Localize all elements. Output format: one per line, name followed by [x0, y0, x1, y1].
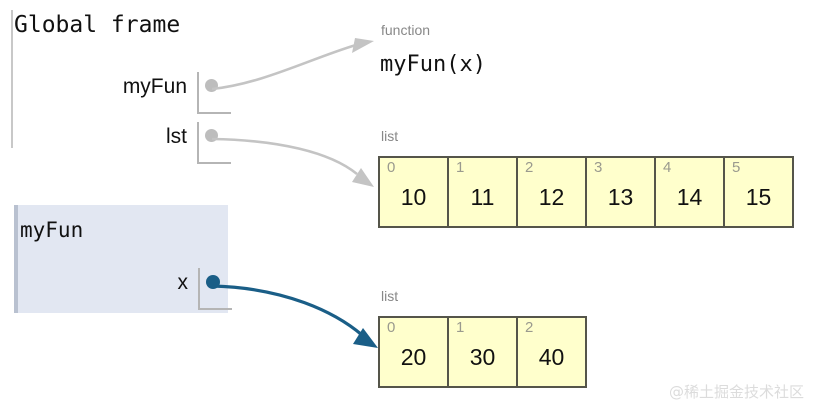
heap-type-label-list-2: list: [381, 288, 399, 304]
list-cell-value: 20: [400, 344, 427, 370]
heap-function-signature: myFun(x): [380, 52, 486, 77]
list-cell-value: 15: [745, 184, 772, 210]
variable-value-box-x: [198, 268, 232, 310]
list-cell-index: 3: [594, 159, 603, 176]
list-cell-index: 1: [456, 159, 465, 176]
arrowhead-lst-to-list1: [352, 168, 374, 187]
heap-type-label-list-1: list: [381, 128, 399, 144]
arrow-lst-to-list1: [211, 137, 358, 176]
table-row: 0 20 1 30 2 40: [378, 316, 587, 388]
list-cell-index: 5: [732, 159, 741, 176]
list-cell-index: 2: [525, 159, 534, 176]
watermark: @稀土掘金技术社区: [668, 383, 804, 401]
list-cell: 1 30: [447, 316, 518, 388]
list-cell: 2 12: [516, 156, 587, 228]
list-cell-index: 4: [663, 159, 672, 176]
pointer-dot-lst: [205, 129, 218, 142]
list-cell-value: 14: [676, 184, 703, 210]
arrow-myfun-to-function: [211, 43, 357, 91]
list-cell-value: 12: [538, 184, 565, 210]
table-row: 0 10 1 11 2 12 3 13 4 14 5 15: [378, 156, 794, 228]
list-cell: 2 40: [516, 316, 587, 388]
variable-name-myfun: myFun: [122, 75, 187, 98]
list-cell: 4 14: [654, 156, 725, 228]
variable-name-lst: lst: [166, 125, 187, 148]
list-cell-value: 30: [469, 344, 496, 370]
list-cell-value: 40: [538, 344, 565, 370]
arrow-x-to-list2: [212, 284, 364, 337]
stack-variable-x: x: [56, 268, 232, 310]
list-cell: 5 15: [723, 156, 794, 228]
arrowhead-x-to-list2: [353, 328, 378, 348]
pointer-dot-myfun: [205, 79, 218, 92]
list-cell: 0 20: [378, 316, 449, 388]
list-cell-value: 11: [470, 184, 495, 210]
heap-list-object-2: 0 20 1 30 2 40: [378, 316, 587, 388]
list-cell: 1 11: [447, 156, 518, 228]
global-frame: [11, 10, 233, 148]
list-cell: 0 10: [378, 156, 449, 228]
list-cell-value: 10: [400, 184, 427, 210]
variable-value-box-lst: [197, 122, 231, 164]
list-cell-index: 0: [387, 319, 396, 336]
global-variable-myfun: myFun: [55, 72, 231, 114]
variable-name-x: x: [177, 271, 189, 294]
heap-type-label-function: function: [381, 22, 431, 38]
global-frame-title: Global frame: [14, 12, 181, 38]
stack-frame-myfun: [14, 205, 228, 313]
list-cell: 3 13: [585, 156, 656, 228]
global-variable-lst: lst: [55, 122, 231, 164]
list-cell-index: 1: [456, 319, 465, 336]
list-cell-value: 13: [607, 184, 634, 210]
arrowhead-myfun-to-function: [352, 38, 374, 53]
pointer-dot-x: [206, 275, 220, 289]
variable-value-box-myfun: [197, 72, 231, 114]
list-cell-index: 2: [525, 319, 534, 336]
stack-frame-title-myfun: myFun: [20, 218, 84, 242]
list-cell-index: 0: [387, 159, 396, 176]
heap-list-object-1: 0 10 1 11 2 12 3 13 4 14 5 15: [378, 156, 794, 228]
